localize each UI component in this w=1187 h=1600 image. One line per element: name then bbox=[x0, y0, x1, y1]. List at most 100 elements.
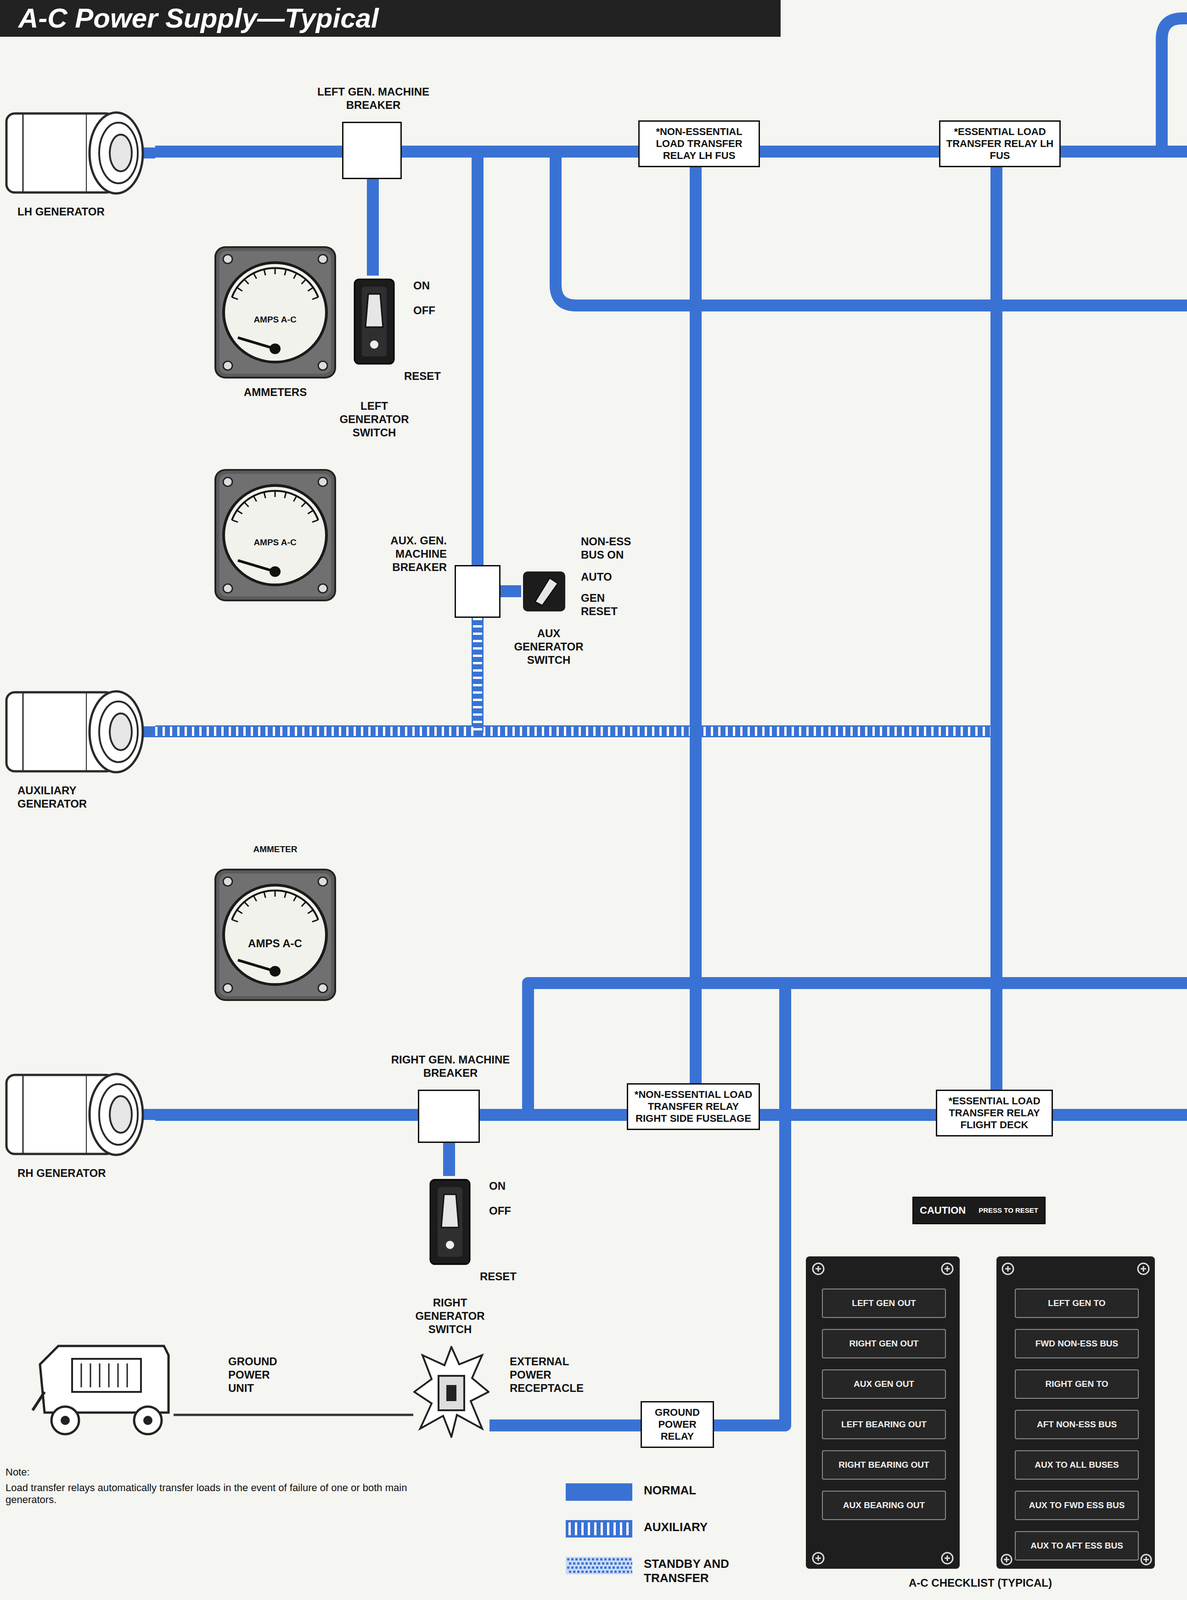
swatch-dot bbox=[567, 1557, 570, 1560]
node-label: EXTERNAL POWER RECEPTACLE bbox=[509, 1354, 602, 1395]
swatch-stripe bbox=[581, 1521, 584, 1535]
annunciator-light: AUX GEN OUT bbox=[821, 1368, 946, 1399]
gauge-tick bbox=[264, 269, 266, 276]
swatch-dot bbox=[596, 1565, 599, 1569]
atog-drawing bbox=[521, 569, 568, 614]
gauge-tick bbox=[231, 919, 238, 922]
swatch-dot bbox=[585, 1561, 588, 1564]
annunciator-light: LEFT BEARING OUT bbox=[821, 1409, 946, 1439]
node-label: LEFT GEN OUT bbox=[851, 1297, 916, 1309]
swatch-dot bbox=[626, 1569, 630, 1573]
node-label: RIGHT GEN OUT bbox=[849, 1338, 919, 1349]
node-label: RIGHT GENERATOR SWITCH bbox=[401, 1295, 499, 1336]
swatch-dot bbox=[567, 1565, 570, 1569]
node-label: AUTO bbox=[580, 570, 636, 584]
gauge-tick bbox=[293, 895, 297, 901]
node-label: OFF bbox=[413, 303, 455, 318]
gauge-tick bbox=[244, 501, 249, 507]
ammeter-gauge: AMPS A-C bbox=[213, 468, 337, 602]
legend-label: NORMAL bbox=[643, 1482, 782, 1497]
ground-power-relay: GROUND POWER RELAY bbox=[640, 1400, 715, 1448]
node-label: AUX TO FWD ESS BUS bbox=[1029, 1499, 1126, 1511]
gauge-tick bbox=[236, 909, 243, 914]
checklist-panels bbox=[805, 1255, 1155, 1569]
gauge-tick bbox=[244, 279, 249, 284]
gauge-tick bbox=[274, 267, 276, 275]
swatch-dot bbox=[591, 1565, 595, 1569]
swatch-dot bbox=[629, 1557, 632, 1560]
gauge-tick bbox=[307, 510, 314, 514]
bus-connector bbox=[155, 1108, 418, 1121]
caution-light: CAUTIONPRESS TO RESET bbox=[912, 1196, 1046, 1224]
swatch-dot bbox=[606, 1569, 609, 1573]
node-label: LEFT BEARING OUT bbox=[841, 1418, 927, 1430]
swatch-dot bbox=[568, 1569, 572, 1573]
toggle-switch: NON-ESS BUS ONAUTOGEN RESETAUX GENERATOR… bbox=[521, 569, 568, 614]
toggle-switch: ONOFFRESETLEFT GENERATOR SWITCH bbox=[348, 275, 400, 368]
bus-connector bbox=[759, 145, 940, 158]
transfer-relay: *NON-ESSENTIAL LOAD TRANSFER RELAY LH FU… bbox=[638, 120, 760, 168]
annunciator-light: AUX TO ALL BUSES bbox=[1014, 1449, 1139, 1480]
gauge-tick bbox=[301, 279, 306, 284]
gauge-tick bbox=[274, 490, 276, 497]
node-label: AMMETER bbox=[213, 843, 337, 855]
gauge-tick bbox=[301, 501, 306, 507]
gauge-tick bbox=[307, 287, 314, 292]
gauge-tick bbox=[253, 895, 257, 901]
gauge-tick bbox=[264, 891, 266, 898]
swatch-dot bbox=[568, 1561, 572, 1564]
node-label: LEFT GEN. MACHINE BREAKER bbox=[313, 85, 434, 113]
node-label: RH GENERATOR bbox=[17, 1166, 156, 1180]
swatch-dot bbox=[597, 1569, 601, 1573]
annunciator-light: RIGHT BEARING OUT bbox=[821, 1449, 946, 1480]
bus-connector bbox=[155, 145, 343, 158]
title-bar: A-C Power Supply—Typical bbox=[0, 0, 781, 37]
legend-row: AUXILIARY bbox=[565, 1513, 787, 1546]
gauge-tick bbox=[284, 491, 287, 498]
swatch-dot bbox=[608, 1565, 611, 1569]
node-label: RIGHT BEARING OUT bbox=[838, 1459, 929, 1470]
node-label: ON bbox=[413, 279, 455, 293]
node-label: AUXILIARY GENERATOR bbox=[17, 783, 119, 811]
swatch-dot bbox=[583, 1557, 586, 1560]
swatch-dot bbox=[601, 1569, 605, 1573]
swatch-dot bbox=[591, 1557, 595, 1560]
node-label: LEFT GEN TO bbox=[1047, 1297, 1106, 1309]
swatch-dot bbox=[585, 1569, 588, 1573]
ammeter-gauge: AMMETERAMPS A-C bbox=[213, 867, 337, 1002]
bus-line bbox=[477, 725, 997, 737]
gauge-tick bbox=[307, 909, 314, 914]
annunciator-light: AUX BEARING OUT bbox=[821, 1490, 946, 1520]
bus-connector bbox=[500, 585, 522, 597]
gauge-tick bbox=[312, 919, 319, 922]
title-text: A-C Power Supply—Typical bbox=[0, 0, 781, 37]
gauge-tick bbox=[312, 297, 319, 300]
node-label: AUX GEN OUT bbox=[853, 1378, 915, 1390]
swatch-dot bbox=[606, 1561, 609, 1564]
swatch-dot bbox=[618, 1561, 621, 1564]
tog-drawing bbox=[348, 275, 400, 368]
node-label: RIGHT GEN TO bbox=[1045, 1378, 1109, 1390]
node-label: GEN RESET bbox=[580, 591, 632, 619]
swatch-stripe bbox=[568, 1521, 571, 1535]
swatch-dot bbox=[573, 1561, 576, 1564]
node-label: ON bbox=[489, 1179, 531, 1193]
node-label: GROUND POWER UNIT bbox=[228, 1354, 298, 1395]
swatch-dot bbox=[581, 1561, 584, 1564]
gauge-tick bbox=[236, 287, 243, 292]
legend-label: STANDBY AND TRANSFER bbox=[643, 1556, 782, 1585]
swatch-dot bbox=[618, 1569, 621, 1573]
bus-connector bbox=[489, 1418, 641, 1431]
ground-power-unit: GROUND POWER UNIT bbox=[30, 1336, 174, 1438]
node-label: NON-ESS BUS ON bbox=[580, 534, 650, 562]
swatch-stripe bbox=[626, 1521, 629, 1535]
swatch-stripe bbox=[587, 1521, 591, 1535]
swatch-dot bbox=[614, 1561, 617, 1564]
swatch-dot bbox=[596, 1557, 599, 1560]
node-label: CAUTION bbox=[919, 1203, 966, 1216]
gauge-tick bbox=[293, 273, 297, 279]
gauge-tick bbox=[301, 901, 306, 906]
gauge-tick bbox=[253, 273, 257, 279]
swatch-stripe bbox=[607, 1521, 610, 1535]
